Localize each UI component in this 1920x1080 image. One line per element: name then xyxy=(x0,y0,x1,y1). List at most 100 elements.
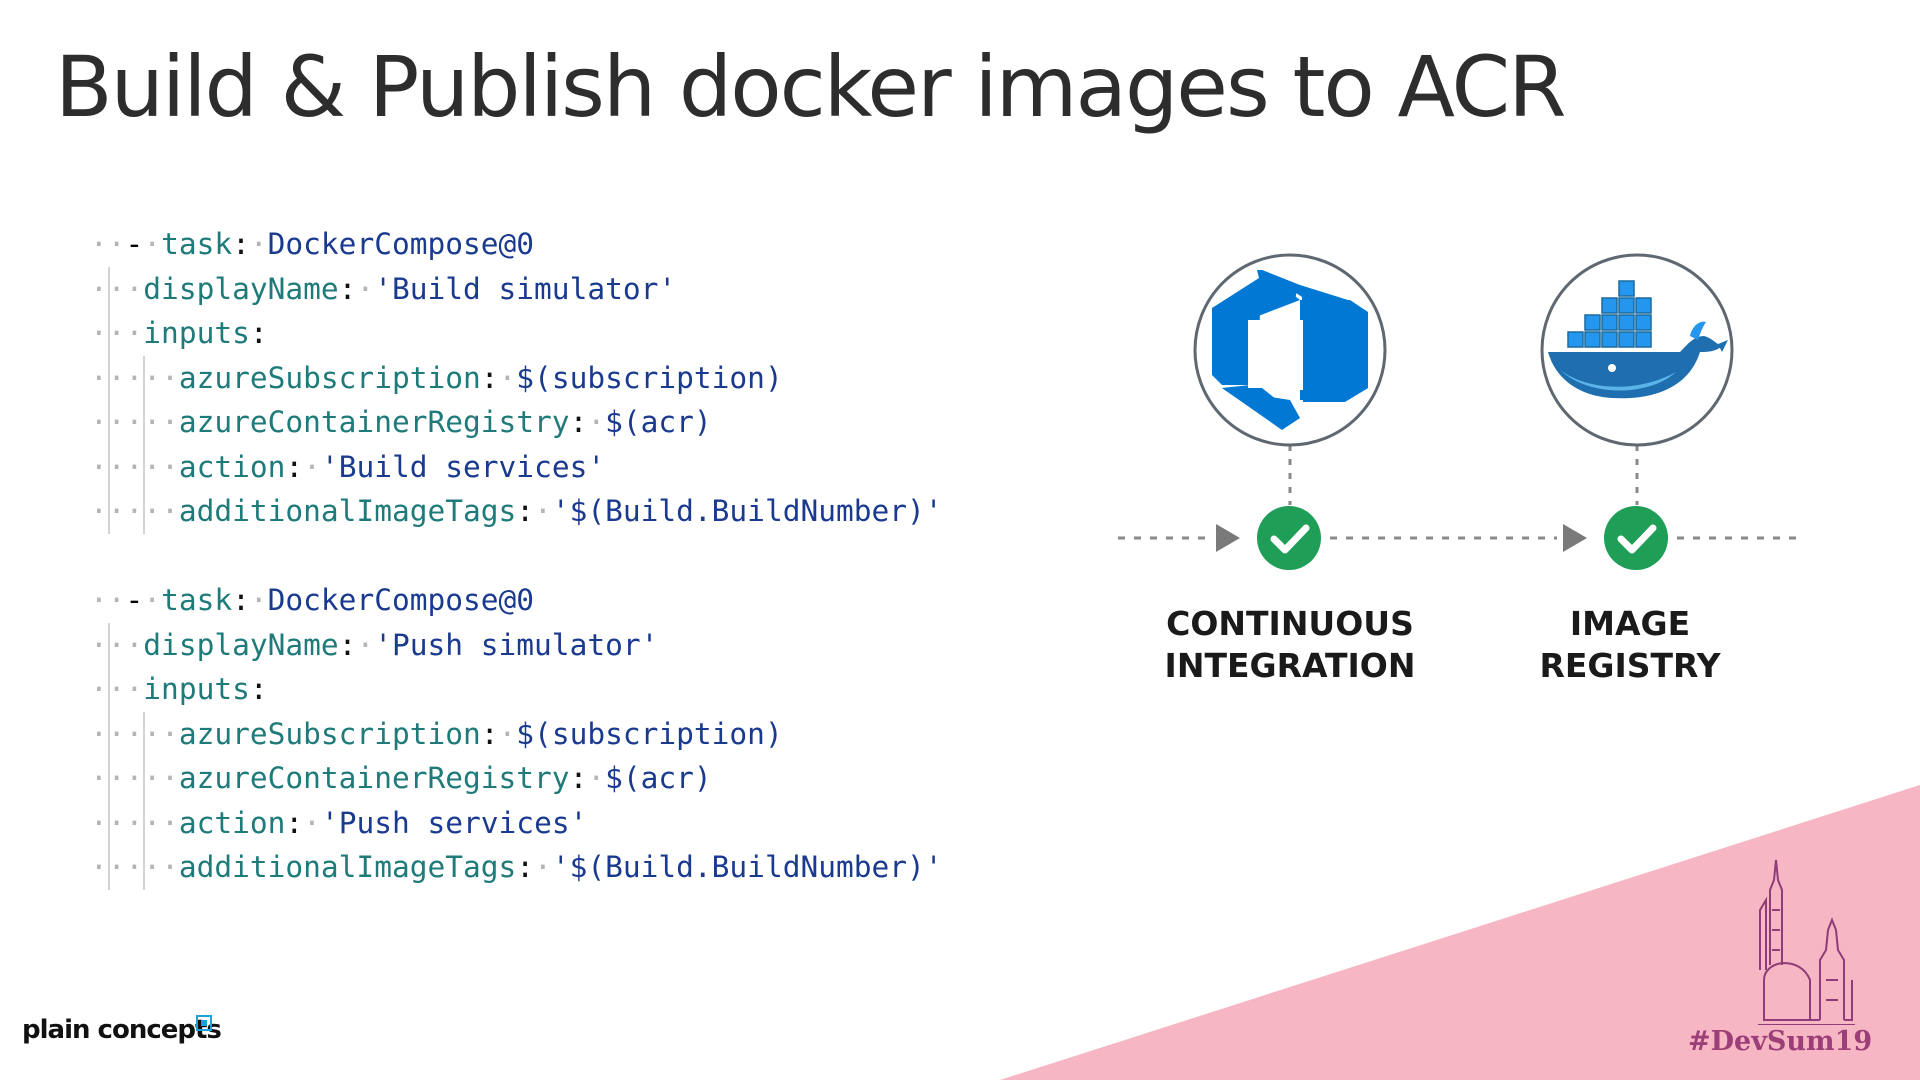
yaml-key: additionalImageTags xyxy=(178,850,517,884)
whitespace-marker: · xyxy=(90,761,108,795)
whitespace-marker: · xyxy=(303,805,321,840)
whitespace-marker: · xyxy=(161,360,179,395)
whitespace-marker: · xyxy=(249,583,268,617)
flow-arrow-2 xyxy=(1563,524,1587,552)
yaml-key: azureContainerRegistry xyxy=(178,761,570,795)
whitespace-marker: · xyxy=(161,850,179,884)
docker-whale-icon xyxy=(1540,253,1734,447)
yaml-key: inputs xyxy=(143,672,250,706)
code-line: ··-·task:·DockerCompose@0 xyxy=(90,222,943,267)
indent-guide xyxy=(107,711,110,756)
whitespace-marker: · xyxy=(143,227,162,261)
whitespace-marker: · xyxy=(125,360,144,395)
yaml-dash: - xyxy=(125,583,144,617)
yaml-colon: : xyxy=(516,850,535,884)
code-line: ·····azureContainerRegistry:·$(acr) xyxy=(90,756,943,801)
whitespace-marker: · xyxy=(161,716,179,751)
brand-logo-icon xyxy=(196,1015,212,1031)
yaml-value: $(subscription) xyxy=(516,716,783,751)
indent-guide xyxy=(107,444,110,489)
ci-stage-label: CONTINUOUS INTEGRATION xyxy=(1164,604,1416,685)
whitespace-marker: · xyxy=(125,805,144,840)
whitespace-marker: · xyxy=(143,761,162,795)
yaml-value: DockerCompose@0 xyxy=(267,583,535,617)
whitespace-marker: · xyxy=(107,761,126,795)
whitespace-marker: · xyxy=(90,360,108,395)
indent-guide xyxy=(143,711,146,756)
code-line: ·····azureSubscription:·$(subscription) xyxy=(90,711,943,756)
whitespace-marker: · xyxy=(125,494,144,528)
whitespace-marker: · xyxy=(356,627,375,662)
yaml-colon: : xyxy=(569,761,588,795)
yaml-value: $(subscription) xyxy=(516,360,783,395)
yaml-value: 'Build simulator' xyxy=(374,271,677,306)
whitespace-marker: · xyxy=(107,850,126,884)
yaml-colon: : xyxy=(569,405,588,439)
yaml-value: '$(Build.BuildNumber)' xyxy=(551,494,943,528)
indent-guide xyxy=(107,800,110,845)
whitespace-marker: · xyxy=(125,627,144,662)
whitespace-marker: · xyxy=(125,761,144,795)
code-line: ···displayName:·'Push simulator' xyxy=(90,622,943,667)
whitespace-marker: · xyxy=(249,227,268,261)
whitespace-marker: · xyxy=(90,627,108,662)
code-line: ··-·task:·DockerCompose@0 xyxy=(90,578,943,623)
indent-guide xyxy=(143,400,146,445)
whitespace-marker: · xyxy=(107,316,126,350)
indent-guide xyxy=(107,266,110,311)
yaml-key: action xyxy=(178,805,286,840)
yaml-value: DockerCompose@0 xyxy=(267,227,535,261)
code-line: ···inputs: xyxy=(90,311,943,356)
whitespace-marker: · xyxy=(90,405,108,439)
whitespace-marker: · xyxy=(125,672,144,706)
yaml-colon: : xyxy=(480,716,499,751)
yaml-key: inputs xyxy=(143,316,250,350)
brand-logo-text: plain concepts xyxy=(22,1015,222,1045)
whitespace-marker: · xyxy=(143,360,162,395)
whitespace-marker: · xyxy=(161,494,179,528)
whitespace-marker: · xyxy=(107,672,126,706)
whitespace-marker: · xyxy=(125,850,144,884)
whitespace-marker: · xyxy=(143,583,162,617)
ci-check-icon xyxy=(1257,506,1321,570)
registry-check-icon xyxy=(1604,506,1668,570)
whitespace-marker: · xyxy=(534,850,552,884)
code-line: ·····additionalImageTags:·'$(Build.Build… xyxy=(90,845,943,890)
whitespace-marker: · xyxy=(587,761,606,795)
yaml-dash: - xyxy=(125,227,144,261)
flow-arrow-1 xyxy=(1216,524,1240,552)
yaml-colon: : xyxy=(232,227,250,261)
indent-guide xyxy=(107,845,110,890)
indent-guide xyxy=(107,311,110,356)
indent-guide xyxy=(143,355,146,400)
indent-guide xyxy=(107,355,110,400)
whitespace-marker: · xyxy=(107,405,126,439)
whitespace-marker: ·· xyxy=(90,583,126,617)
yaml-key: displayName xyxy=(143,271,339,306)
whitespace-marker: · xyxy=(356,271,375,306)
whitespace-marker: · xyxy=(161,805,179,840)
indent-guide xyxy=(143,489,146,534)
whitespace-marker: · xyxy=(303,449,321,484)
indent-guide xyxy=(107,400,110,445)
yaml-key: displayName xyxy=(143,627,339,662)
yaml-value: 'Push services' xyxy=(320,805,588,840)
yaml-colon: : xyxy=(249,672,268,706)
whitespace-marker: · xyxy=(498,360,517,395)
code-line: ·····additionalImageTags:·'$(Build.Build… xyxy=(90,489,943,534)
indent-guide xyxy=(107,667,110,712)
yaml-key: azureSubscription xyxy=(178,716,481,751)
whitespace-marker: · xyxy=(125,449,144,484)
whitespace-marker: · xyxy=(90,494,108,528)
whitespace-marker: · xyxy=(125,271,144,306)
whitespace-marker: · xyxy=(143,716,162,751)
whitespace-marker: · xyxy=(143,449,162,484)
whitespace-marker: · xyxy=(107,449,126,484)
yaml-key: action xyxy=(178,449,286,484)
yaml-key: additionalImageTags xyxy=(178,494,517,528)
indent-guide xyxy=(107,756,110,801)
yaml-colon: : xyxy=(285,449,304,484)
whitespace-marker: · xyxy=(90,716,108,751)
whitespace-marker: · xyxy=(161,761,179,795)
